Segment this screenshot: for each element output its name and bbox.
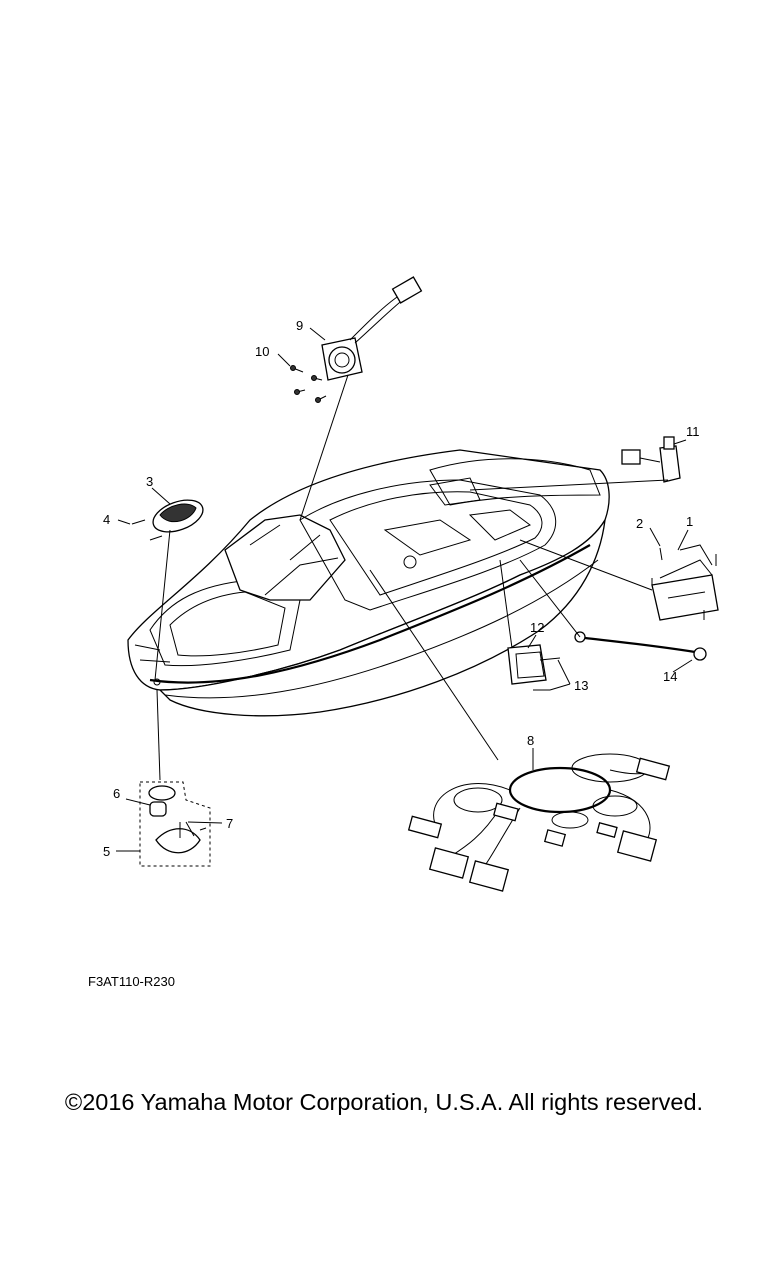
part-3-vent-cover — [152, 499, 204, 681]
callout-2: 2 — [636, 516, 643, 531]
part-4-screws — [131, 519, 163, 541]
callout-13: 13 — [574, 678, 588, 693]
boat-hull — [127, 449, 610, 717]
callout-11: 11 — [686, 424, 700, 439]
callout-3: 3 — [146, 474, 153, 489]
callout-14: 14 — [663, 669, 677, 684]
callout-12: 12 — [530, 620, 544, 635]
callout-1: 1 — [686, 514, 693, 529]
leader-lines — [116, 327, 693, 852]
callout-10: 10 — [255, 344, 269, 359]
part-5-7-drain-plug — [139, 689, 211, 867]
callout-labels: 1 2 3 4 5 6 7 8 9 10 11 12 13 14 — [103, 318, 700, 859]
part-2-screws — [651, 547, 717, 620]
part-8-wire-harness — [369, 569, 671, 892]
part-13-screws — [533, 657, 561, 691]
callout-4: 4 — [103, 512, 110, 527]
callout-5: 5 — [103, 844, 110, 859]
drawing-code: F3AT110-R230 — [88, 974, 175, 989]
part-9-speaker — [299, 276, 423, 521]
callout-9: 9 — [296, 318, 303, 333]
callout-7: 7 — [226, 816, 233, 831]
part-11-sensor — [469, 436, 681, 491]
part-10-screws — [290, 365, 327, 403]
callout-6: 6 — [113, 786, 120, 801]
copyright-notice: ©2016 Yamaha Motor Corporation, U.S.A. A… — [64, 1089, 704, 1115]
callout-8: 8 — [527, 733, 534, 748]
part-1-tray — [519, 539, 719, 621]
part-14-cable — [519, 559, 707, 661]
